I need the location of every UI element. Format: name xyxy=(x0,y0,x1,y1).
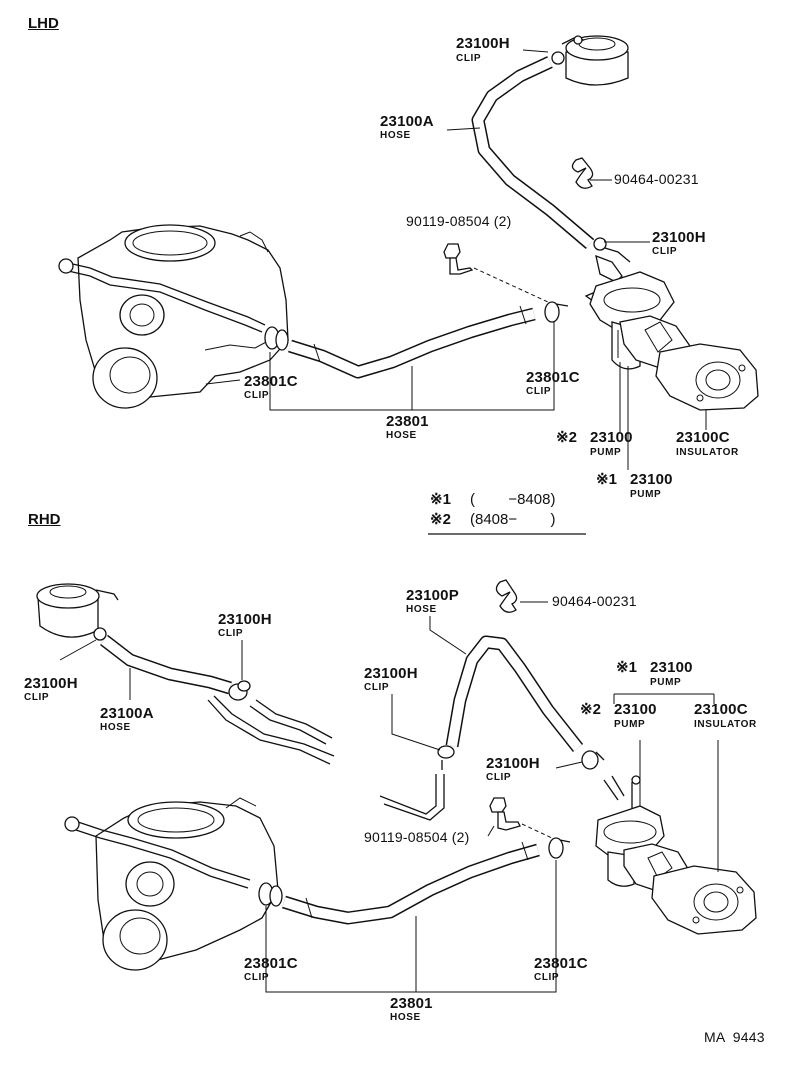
lhd-clip-23801c-right xyxy=(544,301,569,323)
rhd-insulator-sub: INSULATOR xyxy=(694,719,757,730)
rhd-clip-pump-sub: CLIP xyxy=(486,772,512,783)
lhd-insulator-pn: 23100C xyxy=(676,429,730,446)
lhd-insulator-sub: INSULATOR xyxy=(676,447,739,458)
rhd-hose-23801 xyxy=(282,841,540,925)
lhd-insulator-23100c xyxy=(655,343,759,411)
lhd-hose-a-pn: 23100A xyxy=(380,113,434,130)
rhd-clip-right-pn: 23801C xyxy=(534,955,588,972)
rhd-clip-23100h-upper xyxy=(228,680,251,701)
lhd-hose-main-sub: HOSE xyxy=(386,430,417,441)
rhd-clip-left-pn: 23801C xyxy=(244,955,298,972)
lhd-clip-top-sub: CLIP xyxy=(456,53,482,64)
rhd-pump1-pn: 23100 xyxy=(650,659,693,676)
section-label-rhd: RHD xyxy=(28,511,61,528)
rhd-pump1-sub: PUMP xyxy=(650,677,682,688)
rhd-clip-filter-sub: CLIP xyxy=(24,692,50,703)
lhd-clip-pump-pn: 23100H xyxy=(652,229,706,246)
lhd-pump2-mark: ※2 xyxy=(556,429,577,446)
lhd-fuel-filter xyxy=(551,35,629,86)
rhd-clamp-pn: 90464-00231 xyxy=(552,593,637,609)
rhd-clamp-90464 xyxy=(495,579,518,613)
rhd-pump2-sub: PUMP xyxy=(614,719,646,730)
lhd-hose-23801 xyxy=(288,305,536,379)
rhd-pump-23100 xyxy=(595,775,691,893)
rhd-clip-23100h-pump xyxy=(581,750,605,770)
rhd-clip-23801c-right xyxy=(548,837,571,859)
legend-line1-text: ( −8408) xyxy=(470,491,556,508)
rhd-insulator-23100c xyxy=(651,865,757,935)
lhd-clip-pump-sub: CLIP xyxy=(652,246,678,257)
rhd-hose-p-pn: 23100P xyxy=(406,587,459,604)
lhd-clamp-pn: 90464-00231 xyxy=(614,171,699,187)
rhd-pump1-mark: ※1 xyxy=(616,659,637,676)
rhd-hose-a-pn: 23100A xyxy=(100,705,154,722)
lhd-pump1-mark: ※1 xyxy=(596,471,617,488)
rhd-steel-lines xyxy=(207,695,335,765)
rhd-fuel-filter xyxy=(36,583,119,641)
rhd-engine-block xyxy=(64,797,279,971)
rhd-hose-main-sub: HOSE xyxy=(390,1012,421,1023)
lhd-pump2-sub: PUMP xyxy=(590,447,622,458)
rhd-clip-23801c-left xyxy=(258,882,283,907)
rhd-clip-pump-pn: 23100H xyxy=(486,755,540,772)
legend-line2-mark: ※2 xyxy=(430,511,451,528)
lhd-pump-23100 xyxy=(584,237,691,370)
lhd-clip-left-sub: CLIP xyxy=(244,390,270,401)
rhd-hose-23100a xyxy=(100,634,232,695)
rhd-hose-main-pn: 23801 xyxy=(390,995,433,1012)
rhd-bolt-90119 xyxy=(489,797,553,839)
lhd-leaders xyxy=(269,49,707,470)
lhd-hose-a-sub: HOSE xyxy=(380,130,411,141)
lhd-pump1-sub: PUMP xyxy=(630,489,662,500)
rhd-clip-left-sub: CLIP xyxy=(244,972,270,983)
rhd-clip-right-sub: CLIP xyxy=(534,972,560,983)
rhd-clip-mid-pn: 23100H xyxy=(364,665,418,682)
lhd-clamp-90464 xyxy=(571,157,594,189)
legend-line1-mark: ※1 xyxy=(430,491,451,508)
rhd-leaders xyxy=(59,601,719,993)
lhd-pump1-pn: 23100 xyxy=(630,471,673,488)
lhd-pump2-pn: 23100 xyxy=(590,429,633,446)
rhd-insulator-pn: 23100C xyxy=(694,701,748,718)
rhd-pump2-mark: ※2 xyxy=(580,701,601,718)
lhd-clip-23801c-left xyxy=(264,326,289,351)
lhd-bolt-90119 xyxy=(443,243,549,303)
lhd-clip-left-pn: 23801C xyxy=(244,373,298,390)
rhd-hose-23100p xyxy=(445,635,584,753)
rhd-clip-upper-pn: 23100H xyxy=(218,611,272,628)
lhd-bolt-pn: 90119-08504 (2) xyxy=(406,213,512,229)
rhd-hose-a-sub: HOSE xyxy=(100,722,131,733)
lhd-clip-right-pn: 23801C xyxy=(526,369,580,386)
lhd-hose-23100a xyxy=(471,56,595,249)
lhd-engine-block xyxy=(58,224,289,409)
legend-line2-text: (8408− ) xyxy=(470,511,556,528)
section-label-lhd: LHD xyxy=(28,15,59,32)
rhd-hose-p-sub: HOSE xyxy=(406,604,437,615)
rhd-clip-23100h-mid xyxy=(379,745,455,821)
figure-code: MA 9443 xyxy=(704,1029,765,1045)
rhd-clip-upper-sub: CLIP xyxy=(218,628,244,639)
rhd-clip-mid-sub: CLIP xyxy=(364,682,390,693)
rhd-pump2-pn: 23100 xyxy=(614,701,657,718)
lhd-clip-right-sub: CLIP xyxy=(526,386,552,397)
lhd-hose-main-pn: 23801 xyxy=(386,413,429,430)
rhd-bolt-pn: 90119-08504 (2) xyxy=(364,829,470,845)
rhd-clip-filter-pn: 23100H xyxy=(24,675,78,692)
lhd-clip-top-pn: 23100H xyxy=(456,35,510,52)
